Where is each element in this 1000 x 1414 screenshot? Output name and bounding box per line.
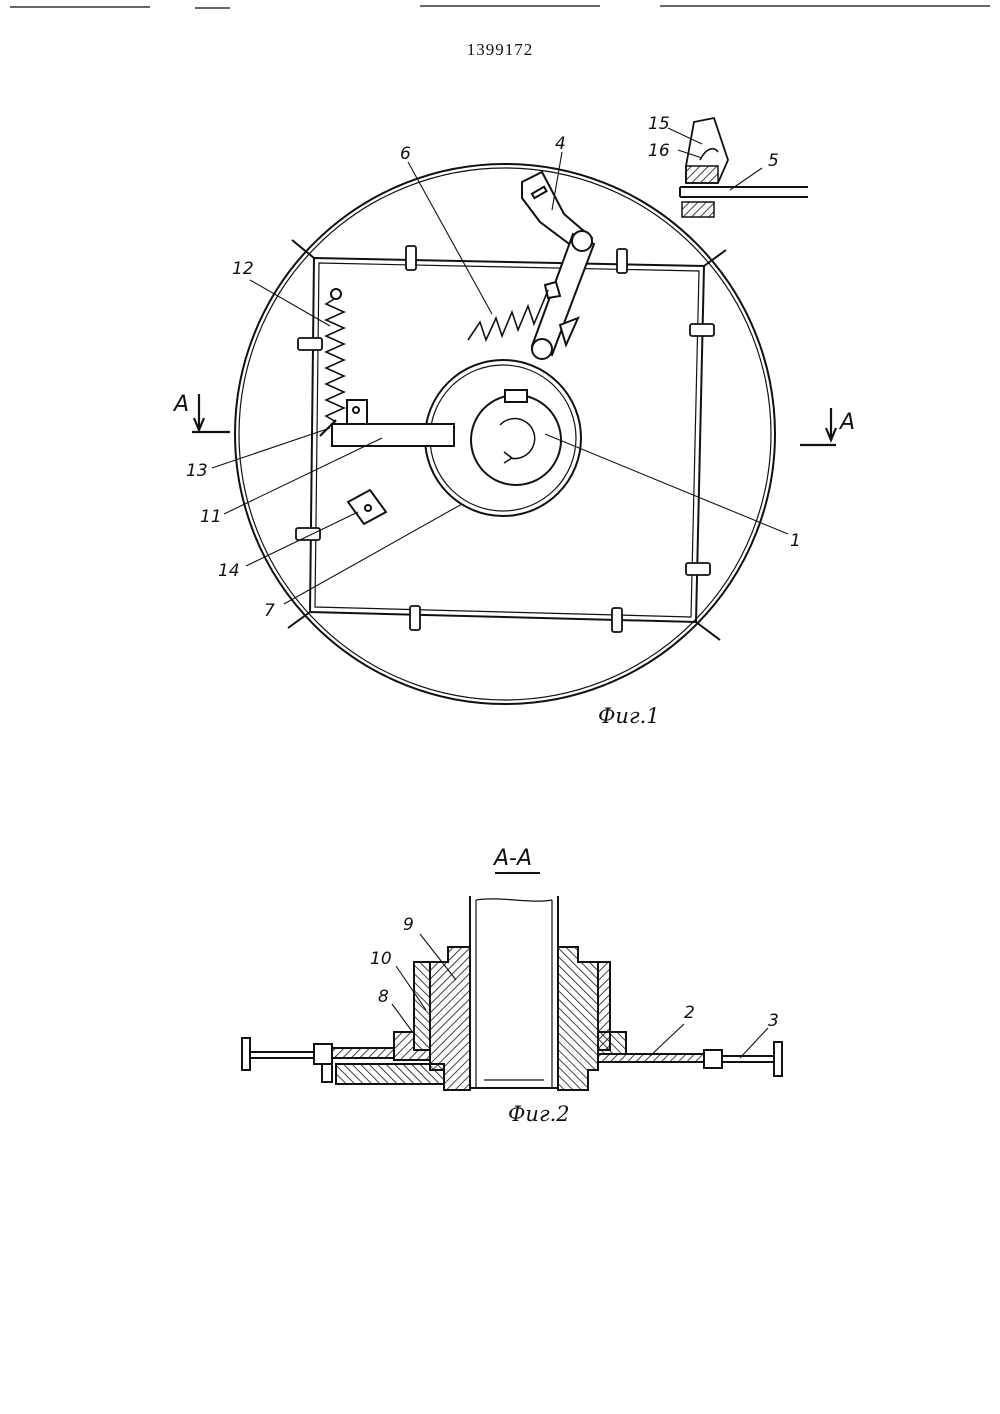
rail-left	[242, 1038, 332, 1082]
section-mark-right: A	[840, 410, 855, 435]
section-mark-left: A	[174, 392, 189, 417]
plate-left	[330, 1048, 394, 1058]
bushing-left	[414, 962, 430, 1050]
page-border-top	[10, 6, 990, 8]
label-6: 6	[400, 145, 411, 163]
label-12: 12	[232, 260, 254, 278]
shaft	[470, 896, 558, 1088]
label-14: 14	[218, 562, 240, 580]
lever-arm	[332, 400, 454, 446]
spring-12	[326, 298, 344, 422]
figure-2	[242, 873, 782, 1090]
section-title: A-A	[494, 846, 532, 871]
label-1: 1	[790, 532, 801, 550]
label-3: 3	[768, 1012, 779, 1030]
label-9: 9	[403, 916, 414, 934]
label-5: 5	[768, 152, 779, 170]
figure-2-caption: Фиг.2	[508, 1102, 570, 1126]
label-15: 15	[648, 115, 670, 133]
label-13: 13	[186, 462, 208, 480]
label-2: 2	[684, 1004, 695, 1022]
label-11: 11	[200, 508, 222, 526]
label-16: 16	[648, 142, 670, 160]
pawl-mechanism	[522, 172, 594, 359]
label-8: 8	[378, 988, 389, 1006]
label-7: 7	[264, 602, 275, 620]
lower-bar-left	[336, 1064, 444, 1084]
outer-disc	[235, 164, 775, 704]
hub-right	[558, 947, 598, 1090]
flange-right	[598, 1032, 626, 1054]
label-4: 4	[555, 135, 566, 153]
plate-right	[598, 1054, 708, 1062]
figure-1-caption: Фиг.1	[598, 704, 660, 728]
block-14	[348, 490, 386, 524]
figure-1	[192, 118, 836, 704]
carrier-5	[680, 118, 808, 217]
label-10: 10	[370, 950, 392, 968]
rail-right	[704, 1042, 782, 1076]
